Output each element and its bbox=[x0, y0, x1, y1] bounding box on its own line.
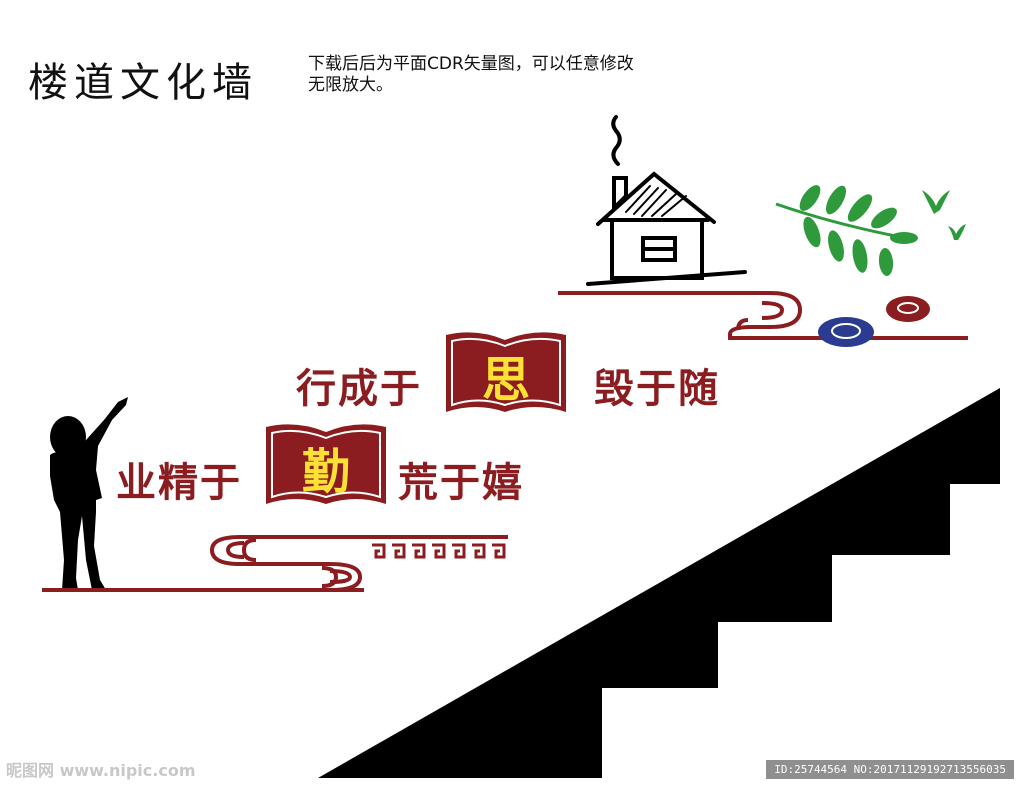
motto-lower-left: 业精于 bbox=[116, 460, 242, 506]
cloud-icon bbox=[818, 296, 930, 347]
motto-lower-right: 荒于嬉 bbox=[398, 460, 524, 506]
description-line-1: 下载后后为平面CDR矢量图，可以任意修改 bbox=[308, 54, 634, 74]
bird-icon bbox=[922, 190, 966, 240]
staircase-icon bbox=[318, 388, 1000, 778]
description-text: 下载后后为平面CDR矢量图，可以任意修改 无限放大。 bbox=[308, 54, 728, 96]
page-title: 楼道文化墙 bbox=[28, 60, 258, 106]
motto-upper-book-char: 思 bbox=[481, 352, 530, 408]
lower-scroll-decoration bbox=[42, 535, 508, 592]
motto-lower-book-char: 勤 bbox=[301, 444, 350, 500]
watermark-id: ID:25744564 NO:20171129192713556035 bbox=[766, 760, 1014, 779]
upper-scroll-decoration bbox=[558, 291, 968, 340]
leaf-branch-icon bbox=[775, 185, 918, 276]
house-icon bbox=[586, 115, 747, 286]
child-silhouette-icon bbox=[50, 397, 128, 590]
description-line-2: 无限放大。 bbox=[308, 75, 393, 95]
book-icon bbox=[266, 332, 566, 504]
fret-pattern bbox=[372, 543, 506, 559]
motto-upper-right: 毁于随 bbox=[594, 366, 720, 412]
motto-upper-left: 行成于 bbox=[296, 366, 422, 412]
watermark-site: 昵图网 www.nipic.com bbox=[6, 761, 196, 780]
